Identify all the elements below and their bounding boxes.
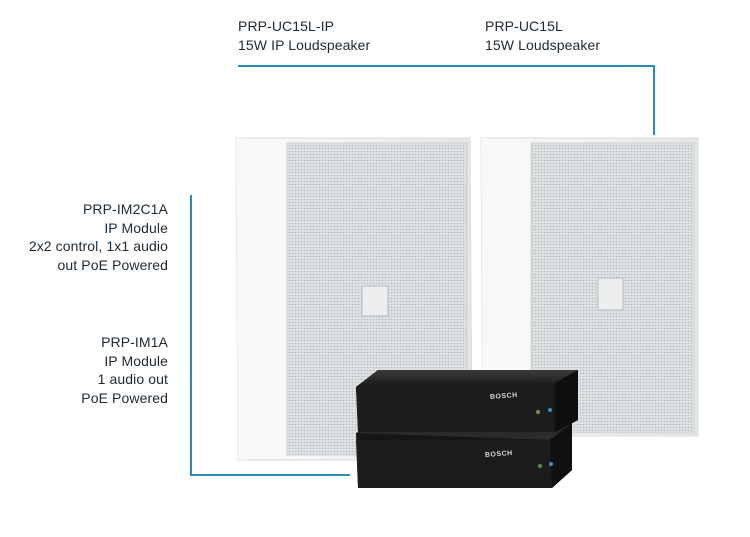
- module-audio-model: PRP-IM1A: [101, 334, 168, 350]
- label-speaker: PRP-UC15L 15W Loudspeaker: [485, 17, 600, 54]
- bosch-badge-icon: [597, 277, 624, 311]
- module-control-line1: IP Module: [104, 219, 168, 236]
- module-audio: [356, 423, 572, 488]
- status-led-icon: [537, 463, 543, 469]
- module-audio-line3: PoE Powered: [81, 389, 168, 406]
- label-module-control: PRP-IM2C1A IP Module 2x2 control, 1x1 au…: [29, 200, 168, 274]
- module-audio-line1: IP Module: [104, 352, 168, 369]
- speaker-ip-model: PRP-UC15L-IP: [238, 18, 335, 34]
- callout-line-top-horizontal: [238, 65, 654, 67]
- module-control-line3: out PoE Powered: [57, 256, 168, 273]
- label-module-audio: PRP-IM1A IP Module 1 audio out PoE Power…: [81, 333, 168, 407]
- module-control: [356, 370, 578, 432]
- bosch-badge-icon: [361, 285, 389, 317]
- label-speaker-ip: PRP-UC15L-IP 15W IP Loudspeaker: [238, 17, 370, 54]
- speaker-description: 15W Loudspeaker: [485, 36, 601, 53]
- speaker-model: PRP-UC15L: [485, 18, 563, 34]
- callout-line-left-horizontal: [190, 474, 350, 476]
- module-audio-line2: 1 audio out: [97, 371, 168, 387]
- callout-line-left-vertical: [190, 195, 192, 475]
- power-led-icon: [549, 462, 553, 466]
- power-led-icon: [548, 408, 552, 412]
- callout-line-top-vertical: [653, 65, 655, 135]
- module-control-line2: 2x2 control, 1x1 audio: [28, 238, 168, 254]
- module-control-model: PRP-IM2C1A: [82, 201, 168, 217]
- speaker: [480, 137, 699, 437]
- status-led-icon: [535, 409, 541, 415]
- speaker-ip-description: 15W IP Loudspeaker: [238, 36, 371, 53]
